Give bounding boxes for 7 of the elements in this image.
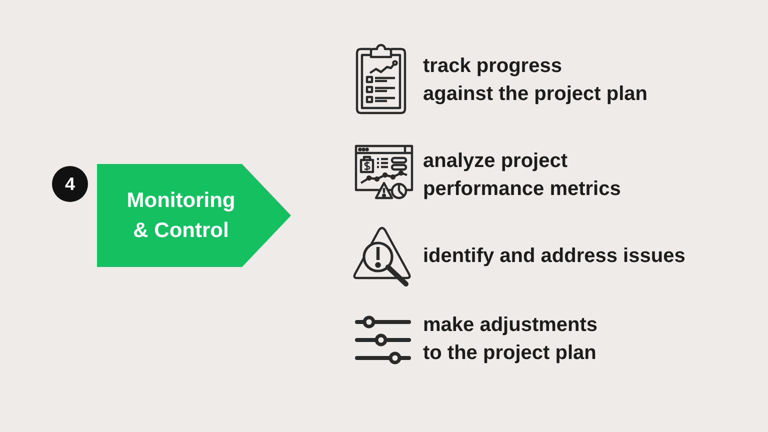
step-number: 4: [52, 166, 88, 202]
item-text: make adjustments to the project plan: [423, 313, 598, 366]
arrow-banner: [97, 164, 291, 267]
item-text: identify and address issues: [423, 244, 686, 269]
item-text: analyze project performance metrics: [423, 149, 621, 202]
step-title: Monitoring & Control: [126, 188, 236, 244]
item-text: track progress against the project plan: [423, 54, 648, 107]
